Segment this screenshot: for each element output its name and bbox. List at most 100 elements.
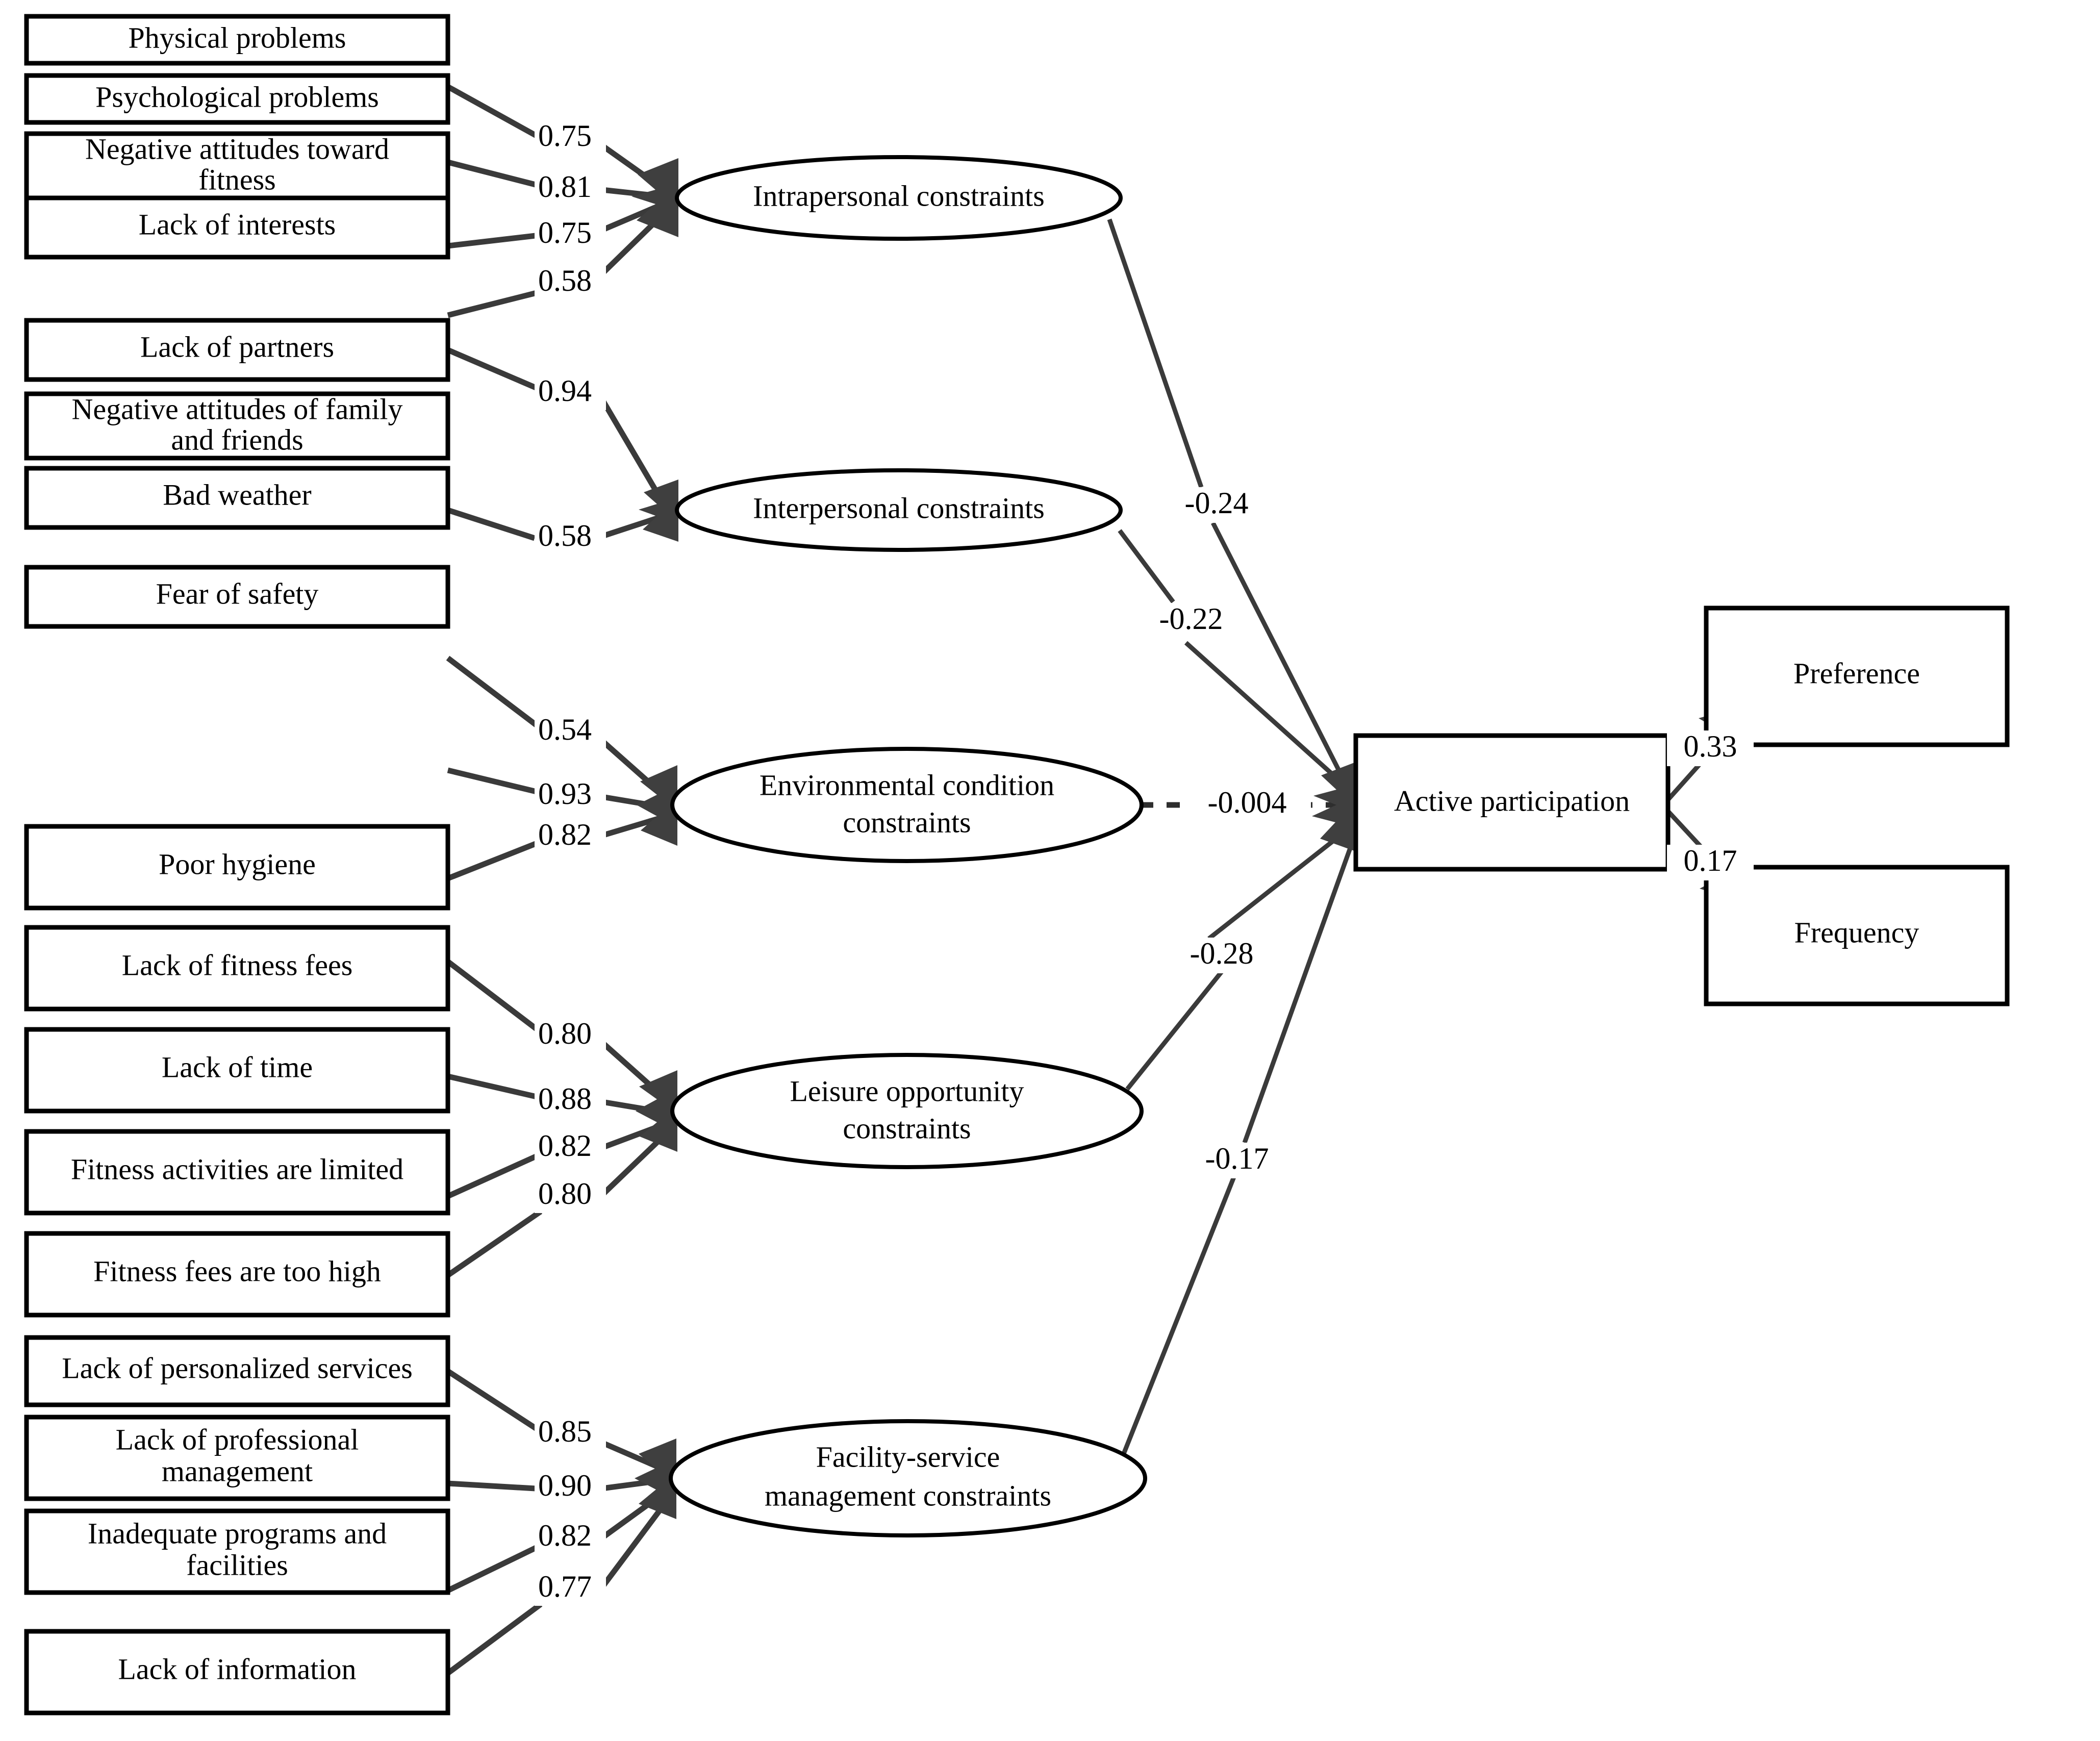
- path-label-leisure: -0.28: [1173, 937, 1270, 973]
- edge-fitness-activities-limited: [446, 1152, 540, 1199]
- indicator-label-line2: management: [162, 1454, 313, 1487]
- indicator-label-line2: and friends: [171, 423, 303, 456]
- latent-label-line1: Facility-service: [816, 1440, 1000, 1473]
- indicator-label-line1: Inadequate programs and: [88, 1517, 387, 1550]
- path-label-frequency: 0.17: [1667, 844, 1754, 880]
- latent-arrowheads: [631, 158, 678, 1519]
- latent-interpersonal-constraints[interactable]: Interpersonal constraints: [675, 468, 1123, 552]
- outcome-coefficient: 0.17: [1684, 844, 1737, 877]
- latent-label: Intrapersonal constraints: [753, 179, 1045, 212]
- loading-value: 0.88: [538, 1082, 592, 1116]
- arrow-into-intrapersonal: [631, 158, 678, 237]
- indicator-box-psychological-problems[interactable]: Psychological problems: [24, 73, 450, 125]
- path-intrapersonal-to-active-b: [1210, 521, 1349, 787]
- loading-value: 0.58: [538, 264, 592, 297]
- path-label-preference: 0.33: [1667, 729, 1754, 766]
- arrow-into-leisure: [636, 1070, 677, 1152]
- indicator-label: Lack of time: [162, 1050, 313, 1083]
- active-participation-box[interactable]: Active participation: [1353, 733, 1671, 872]
- indicator-box-lack-of-fitness-fees[interactable]: Lack of fitness fees: [24, 925, 450, 1012]
- indicator-label: Fitness fees are too high: [93, 1254, 381, 1288]
- loading-value: 0.80: [538, 1017, 592, 1050]
- path-coefficient-labels: -0.24 -0.22 -0.004 -0.28 -0.17 0.33 0.17: [1143, 486, 1754, 1178]
- indicator-box-physical-problems[interactable]: Physical problems: [24, 14, 450, 66]
- indicator-label: Bad weather: [163, 478, 311, 511]
- indicator-box-fitness-activities-limited[interactable]: Fitness activities are limited: [24, 1129, 450, 1216]
- outcome-coefficient: 0.33: [1684, 729, 1737, 763]
- indicator-box-lack-of-time[interactable]: Lack of time: [24, 1027, 450, 1114]
- loading-value: 0.54: [538, 713, 592, 746]
- indicator-label: Fear of safety: [156, 577, 319, 610]
- edge-lack-of-information: [446, 1602, 543, 1676]
- edge-lack-of-partners: [446, 347, 540, 392]
- latent-label-line2: constraints: [843, 805, 971, 839]
- outcome-box-frequency[interactable]: Frequency: [1704, 865, 2010, 1006]
- path-interpersonal-to-active-b: [1184, 641, 1353, 793]
- indicator-label-line1: Lack of professional: [116, 1423, 359, 1456]
- edge-poor-hygiene: [446, 840, 540, 881]
- path-intrapersonal-to-active: [1107, 218, 1204, 488]
- loading-value: 0.85: [538, 1415, 592, 1448]
- path-facility-to-active: [1112, 1175, 1237, 1478]
- indicator-label: Physical problems: [129, 21, 346, 54]
- outcome-boxes: Preference Frequency: [1704, 605, 2010, 1006]
- indicator-box-lack-of-interests[interactable]: Lack of interests: [24, 195, 450, 260]
- indicator-box-lack-personalized-services[interactable]: Lack of personalized services: [24, 1335, 450, 1407]
- edge-inadequate-programs: [446, 1544, 540, 1593]
- loading-value: 0.94: [538, 374, 592, 408]
- path-leisure-to-active: [1125, 970, 1224, 1091]
- indicator-label: Psychological problems: [95, 80, 379, 113]
- loading-value: 0.75: [538, 216, 592, 249]
- loading-value: 0.82: [538, 818, 592, 851]
- outcome-box-preference[interactable]: Preference: [1704, 605, 2010, 747]
- loading-value: 0.82: [538, 1519, 592, 1552]
- active-participation-label: Active participation: [1394, 784, 1630, 817]
- indicator-box-lack-of-partners[interactable]: Lack of partners: [24, 318, 450, 382]
- latent-environmental-condition-constraints[interactable]: Environmental condition constraints: [670, 747, 1144, 863]
- loading-value: 0.82: [538, 1129, 592, 1163]
- indicator-box-bad-weather[interactable]: Bad weather: [24, 466, 450, 530]
- edge-fitness-fees-too-high: [446, 1209, 543, 1278]
- structural-edges: [1107, 218, 1358, 1478]
- path-coefficient: -0.17: [1205, 1142, 1269, 1175]
- indicator-box-lack-of-information[interactable]: Lack of information: [24, 1629, 450, 1715]
- edge-bad-weather: [446, 655, 543, 731]
- indicator-box-fear-of-safety[interactable]: Fear of safety: [24, 565, 450, 629]
- loading-value: 0.81: [538, 170, 592, 204]
- loading-value: 0.90: [538, 1469, 592, 1502]
- active-participation-arrowhead: [1312, 763, 1354, 851]
- indicator-box-fitness-fees-too-high[interactable]: Fitness fees are too high: [24, 1231, 450, 1318]
- arrow-into-environmental: [637, 765, 677, 846]
- indicator-label: Lack of interests: [139, 208, 336, 241]
- path-coefficient: -0.24: [1185, 486, 1249, 520]
- loading-label-group-intrapersonal: 0.75 0.81 0.75 0.58: [535, 119, 606, 300]
- indicator-boxes: Physical problems Psychological problems…: [24, 14, 450, 1715]
- latent-facility-service-management-constraints[interactable]: Facility-service management constraints: [669, 1419, 1147, 1537]
- indicator-box-lack-professional-management[interactable]: Lack of professional management: [24, 1415, 450, 1501]
- edge-lack-personalized-services: [446, 1369, 541, 1433]
- loading-value: 0.75: [538, 119, 592, 153]
- loading-label-group-environmental: 0.54 0.93 0.82: [535, 713, 606, 854]
- latent-leisure-opportunity-constraints[interactable]: Leisure opportunity constraints: [670, 1053, 1144, 1169]
- latent-intrapersonal-constraints[interactable]: Intrapersonal constraints: [675, 155, 1123, 241]
- path-label-intrapersonal: -0.24: [1168, 486, 1265, 523]
- latent-ellipses: Intrapersonal constraints Interpersonal …: [669, 155, 1147, 1537]
- edge-lack-of-partners-tail: [599, 397, 666, 504]
- path-facility-to-active-b: [1242, 831, 1358, 1144]
- loading-label-group-interpersonal: 0.94 0.58: [535, 374, 606, 555]
- indicator-box-negative-attitudes-family[interactable]: Negative attitudes of family and friends: [24, 391, 450, 461]
- indicator-box-poor-hygiene[interactable]: Poor hygiene: [24, 824, 450, 911]
- latent-label-line1: Leisure opportunity: [790, 1074, 1024, 1107]
- outcome-label: Frequency: [1794, 916, 1919, 949]
- latent-label-line2: constraints: [843, 1112, 971, 1145]
- path-label-facility: -0.17: [1188, 1142, 1285, 1178]
- indicator-box-inadequate-programs[interactable]: Inadequate programs and facilities: [24, 1508, 450, 1595]
- path-coefficient: -0.22: [1159, 602, 1223, 636]
- loading-label-group-leisure: 0.80 0.88 0.82 0.80: [535, 1017, 606, 1213]
- indicator-box-negative-attitudes-fitness[interactable]: Negative attitudes toward fitness: [24, 131, 450, 200]
- edge-fitness-fees-too-high-tail: [599, 1134, 665, 1198]
- arrow-into-active-participation: [1312, 763, 1354, 851]
- indicator-label: Lack of partners: [140, 330, 334, 363]
- path-interpersonal-to-active: [1118, 529, 1175, 603]
- path-coefficient: -0.28: [1190, 937, 1254, 970]
